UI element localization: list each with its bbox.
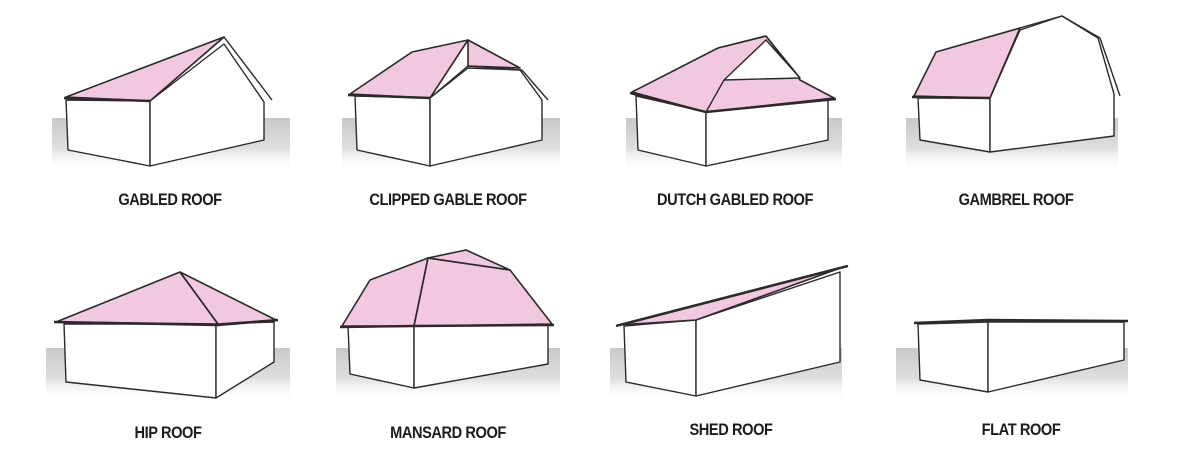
gabled-roof-illustration — [52, 35, 290, 172]
dutch-gabled-roof-illustration — [626, 35, 842, 172]
eave-line — [347, 93, 431, 100]
house-front-wall — [149, 43, 265, 167]
roof-front-plane — [413, 257, 553, 327]
roof-label-flat: FLAT ROOF — [981, 420, 1061, 439]
shed-roof-illustration — [610, 264, 849, 402]
eave-line — [339, 323, 555, 329]
clipped-hip-plane — [467, 39, 521, 69]
flat-roof-illustration — [896, 318, 1129, 402]
eave-line — [911, 95, 991, 100]
roof-label-hip: HIP ROOF — [134, 423, 202, 442]
mansard-roof-illustration — [336, 249, 560, 402]
eave-line — [629, 91, 837, 114]
gable-rake — [429, 65, 549, 101]
eave-line — [615, 264, 849, 328]
house-front-wall — [695, 271, 841, 397]
house-front-wall — [429, 67, 543, 167]
hip-roof-illustration — [46, 271, 290, 402]
flat-roof-edge — [913, 318, 1129, 325]
eave-line — [53, 318, 279, 327]
gambrel-rake — [989, 15, 1121, 99]
house-left-wall — [917, 321, 989, 393]
eave-line — [63, 96, 151, 103]
gable-lines — [705, 35, 801, 113]
roof-left-plane — [341, 257, 429, 327]
roof-label-shed: SHED ROOF — [689, 420, 773, 439]
roof-label-gambrel: GAMBREL ROOF — [958, 190, 1074, 209]
roof-label-mansard: MANSARD ROOF — [390, 423, 506, 442]
mansard-lines — [413, 257, 511, 327]
gable-rake — [149, 35, 273, 102]
clipped-gable-roof-illustration — [342, 39, 560, 172]
house-front-wall — [987, 321, 1125, 393]
hip-line — [179, 271, 219, 325]
roof-label-dutch-gabled: DUTCH GABLED ROOF — [657, 190, 813, 209]
roof-label-gabled: GABLED ROOF — [118, 190, 222, 209]
roof-label-clipped-gable: CLIPPED GABLE ROOF — [369, 190, 527, 209]
gambrel-roof-illustration — [906, 15, 1121, 172]
dutch-gable-face — [723, 39, 801, 81]
house-front-wall — [989, 15, 1115, 153]
